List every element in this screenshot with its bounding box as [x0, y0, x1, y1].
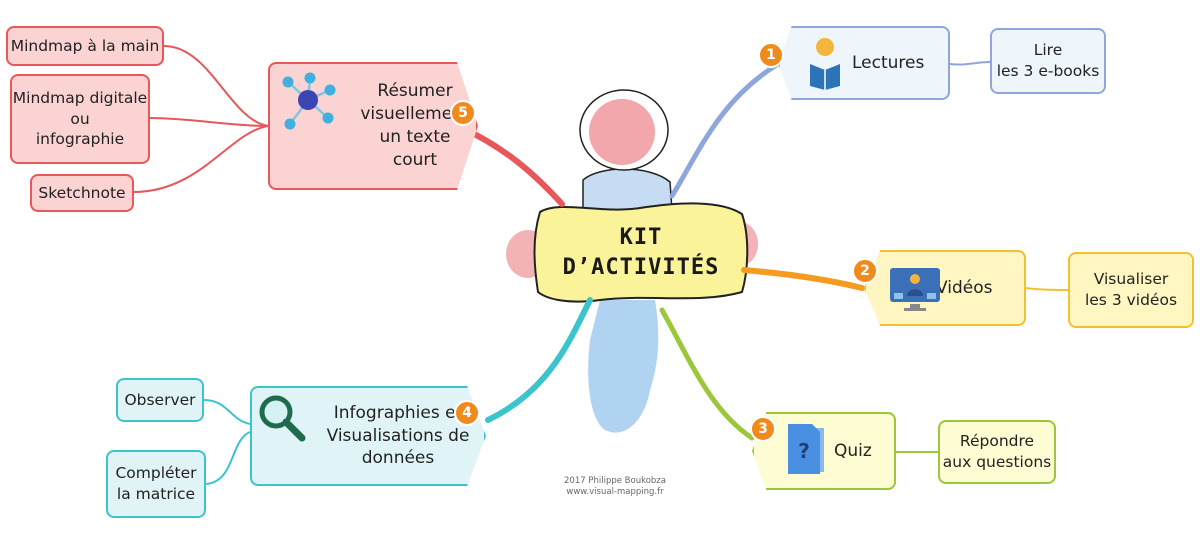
branch-videos-label: Vidéos: [936, 277, 993, 298]
badge-5: 5: [450, 100, 476, 126]
child-line-videos: [1025, 287, 1069, 291]
child-mindmap-main[interactable]: Mindmap à la main: [6, 26, 164, 66]
child-lectures[interactable]: Lire les 3 e-books: [990, 28, 1106, 94]
branch-resumer[interactable]: Résumer visuellement un texte court: [268, 62, 478, 190]
quiz-icon-glyph: ?: [798, 439, 810, 463]
branch-resumer-line2: visuellement: [360, 104, 470, 125]
center-title: KIT D’ACTIVITÉS: [536, 206, 746, 300]
child-lectures-line2: les 3 e-books: [996, 62, 1100, 80]
center-figure: [506, 89, 758, 433]
credit-line2: www.visual-mapping.fr: [566, 486, 664, 497]
child-quiz-line1: Répondre: [959, 432, 1035, 451]
question-document-icon: ?: [788, 424, 824, 474]
child-observer[interactable]: Observer: [116, 378, 204, 422]
child-lectures-line1: Lire: [1033, 41, 1063, 60]
center-sign: [533, 202, 749, 303]
badge-4: 4: [454, 400, 480, 426]
badge-3: 3: [750, 416, 776, 442]
child-completer-line2: la matrice: [116, 485, 196, 503]
child-videos-line1: Visualiser: [1093, 270, 1169, 289]
branch-line-infographies: [485, 297, 593, 423]
figure-head-fill: [589, 99, 655, 165]
child-line-observer: [203, 399, 251, 425]
branch-infographies-line1: Infographies et: [333, 402, 463, 423]
child-line-mindmap-digitale: [149, 117, 269, 127]
child-mindmap-digitale[interactable]: Mindmap digitale ou infographie: [10, 74, 150, 164]
child-quiz-line2: aux questions: [942, 453, 1052, 471]
branch-resumer-line4: court: [392, 149, 438, 170]
child-videos-line2: les 3 vidéos: [1084, 291, 1178, 309]
child-sketchnote[interactable]: Sketchnote: [30, 174, 134, 212]
branch-line-videos: [741, 267, 865, 291]
figure-torso: [582, 168, 673, 211]
branch-quiz-label: Quiz: [834, 440, 872, 461]
child-line-completer: [205, 431, 251, 485]
branch-infographies-line3: données: [361, 448, 435, 469]
branch-infographies-line2: Visualisations de: [326, 425, 470, 446]
branch-line-quiz: [659, 307, 755, 441]
branch-line-resumer: [459, 125, 565, 207]
center-title-line1: KIT: [619, 225, 663, 251]
child-mindmap-main-label: Mindmap à la main: [10, 36, 160, 55]
branch-lectures[interactable]: Lectures: [778, 26, 950, 100]
network-nodes-icon: [282, 72, 336, 130]
child-completer[interactable]: Compléter la matrice: [106, 450, 206, 518]
child-sketchnote-label: Sketchnote: [38, 183, 126, 202]
child-observer-label: Observer: [124, 390, 196, 409]
branch-line-lectures: [669, 61, 781, 199]
video-conference-icon: [890, 268, 940, 311]
child-completer-line1: Compléter: [115, 464, 197, 483]
child-mindmap-digitale-line2: ou: [70, 109, 90, 128]
magnifier-icon: [259, 395, 306, 442]
branch-resumer-line3: un texte: [379, 127, 451, 147]
child-videos[interactable]: Visualiser les 3 vidéos: [1068, 252, 1194, 328]
credit-line1: 2017 Philippe Boukobza: [564, 476, 666, 486]
child-line-sketchnote: [133, 125, 269, 193]
center-title-line2: D’ACTIVITÉS: [562, 255, 720, 280]
child-mindmap-digitale-line1: Mindmap digitale: [12, 88, 148, 107]
badge-1: 1: [758, 42, 784, 68]
branch-lectures-label: Lectures: [852, 52, 925, 73]
child-line-mindmap-main: [163, 45, 269, 127]
child-line-lectures: [949, 61, 991, 66]
branch-resumer-line1: Résumer: [377, 81, 453, 102]
reading-person-icon: [810, 38, 840, 90]
child-mindmap-digitale-line3: infographie: [35, 130, 125, 149]
credit: 2017 Philippe Boukobza www.visual-mappin…: [540, 476, 690, 497]
child-quiz[interactable]: Répondre aux questions: [938, 420, 1056, 484]
figure-legs: [588, 300, 659, 433]
badge-2: 2: [852, 258, 878, 284]
